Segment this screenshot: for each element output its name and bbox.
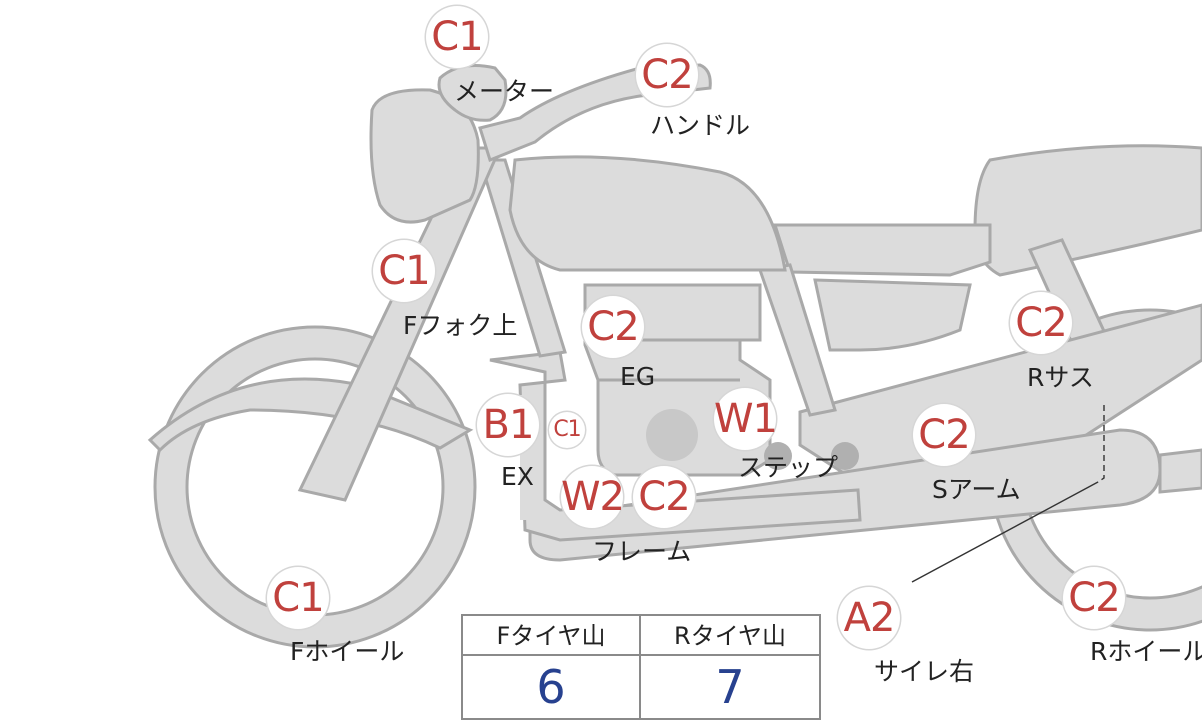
part-label-fwheel: Fホイール [290, 637, 405, 666]
grade-badge-eg: C2 [582, 296, 644, 358]
tire-tread-table: Fタイヤ山 Rタイヤ山 6 7 [461, 614, 821, 720]
part-label-eg: EG [620, 362, 656, 391]
part-label-meter: メーター [454, 77, 555, 106]
grade-badge-ffork-top: C1 [373, 240, 435, 302]
part-label-rsus: Rサス [1027, 363, 1094, 392]
grade-badge-ex: B1 [477, 394, 539, 456]
front-fender [147, 377, 474, 453]
muffler-end [1158, 448, 1202, 494]
grade-badge-meter: C1 [426, 6, 488, 68]
seat [973, 144, 1202, 277]
frame-downtube [477, 158, 567, 358]
part-label-ex: EX [501, 462, 534, 491]
part-label-frame: フレーム [592, 537, 692, 566]
step-peg-left [764, 442, 792, 470]
leader-line-rsus [1097, 405, 1105, 483]
meter [437, 64, 508, 122]
rear-tire-tread-value: 7 [715, 660, 745, 714]
part-label-sarm: Sアーム [932, 475, 1021, 504]
part-label-step: ステップ [738, 453, 839, 482]
engine-cover [646, 409, 698, 461]
part-label-handle: ハンドル [650, 111, 751, 140]
front-tire-tread-value: 6 [463, 656, 641, 718]
step-peg-right [831, 442, 859, 470]
fuel-tank [508, 155, 787, 272]
grade-badge-frame: C2 [633, 466, 695, 528]
grade-badge-rwheel: C2 [1063, 567, 1125, 629]
grade-badge-rsus: C2 [1010, 292, 1072, 354]
grade-badge-handle: C2 [636, 44, 698, 106]
side-cover [772, 223, 992, 277]
part-label-ffork-top: Fフォク上 [403, 311, 518, 340]
grade-badge-sarm: C2 [913, 404, 975, 466]
grade-badge-muffler-r: A2 [838, 587, 900, 649]
part-label-muffler-r: サイレ右 [874, 657, 975, 686]
part-label-rwheel: Rホイール [1090, 637, 1202, 666]
side-panel [813, 278, 972, 352]
grade-badge-frame-w: W2 [561, 466, 625, 528]
headlight [369, 88, 480, 224]
rear-tire-tread-header: Rタイヤ山 [641, 616, 819, 656]
leader-line-muffler [911, 481, 1099, 583]
grade-badge-fwheel: C1 [267, 567, 329, 629]
grade-badge-ex-minor: C1 [549, 412, 585, 448]
front-tire-tread-header: Fタイヤ山 [463, 616, 641, 656]
grade-badge-step: W1 [714, 388, 778, 450]
